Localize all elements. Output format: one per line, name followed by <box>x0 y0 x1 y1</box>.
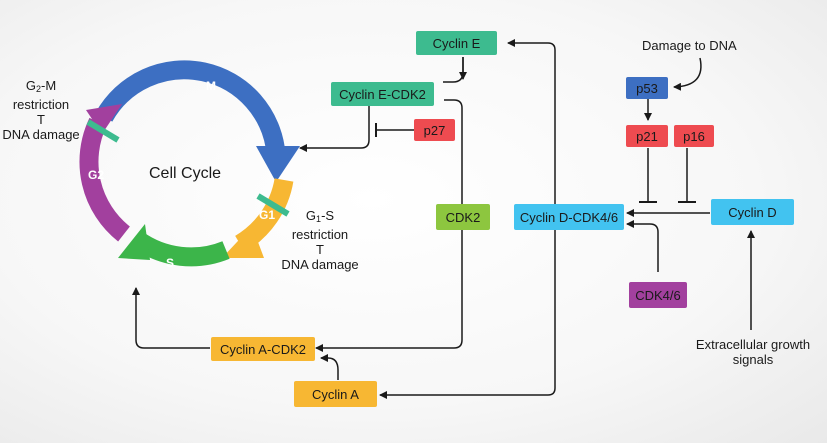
phase-s-arrowhead <box>118 224 150 260</box>
node-p53: p53 <box>626 77 668 99</box>
phase-g1-arrowhead <box>222 226 264 258</box>
arrow-cdk46-to-cyclin-a <box>379 230 556 399</box>
arrow-cyclin-e-to-e-cdk2 <box>443 57 464 83</box>
phase-m-arc <box>95 60 286 155</box>
phase-s-arc <box>132 232 230 267</box>
node-p27: p27 <box>414 119 455 141</box>
damage-to-dna-label: Damage to DNA <box>642 38 737 53</box>
phase-m-label: M <box>206 79 216 93</box>
node-cdk46: CDK4/6 <box>629 282 687 308</box>
node-cyclin-d: Cyclin D <box>711 199 794 225</box>
g2m-restriction-marker <box>86 119 120 143</box>
phase-m-arrowhead <box>256 146 300 182</box>
g1s-restriction-label: G1-S restriction T DNA damage <box>281 208 359 272</box>
arrow-cdk46-up <box>626 220 659 272</box>
extracellular-signals-label: Extracellular growth signals <box>695 337 811 367</box>
node-cdk2: CDK2 <box>436 204 490 230</box>
arrow-cdk46-to-cyclin-e <box>507 39 556 204</box>
phase-g2-arrowhead <box>86 104 122 134</box>
cell-cycle-title: Cell Cycle <box>149 165 222 182</box>
arrow-damage-to-p53 <box>673 57 702 91</box>
node-p16: p16 <box>674 125 714 147</box>
node-cyclin-e-cdk2: Cyclin E-CDK2 <box>331 82 434 106</box>
arrow-e-cdk2-to-cycle <box>299 106 370 152</box>
arrow-cyclin-a-to-a-cdk2 <box>320 354 339 380</box>
phase-g2-arc <box>79 117 131 242</box>
node-cyclin-d-cdk46: Cyclin D-CDK4/6 <box>514 204 624 230</box>
node-p21: p21 <box>626 125 668 147</box>
g2m-restriction-label: G2-M restriction T DNA damage <box>2 78 80 142</box>
cell-cycle-ring <box>79 60 300 267</box>
node-cyclin-a: Cyclin A <box>294 381 377 407</box>
phase-g1-label: G1 <box>259 208 276 222</box>
node-cyclin-e: Cyclin E <box>416 31 497 55</box>
phase-g2-label: G2 <box>88 168 105 182</box>
g1s-restriction-marker <box>256 193 290 217</box>
node-cyclin-a-cdk2: Cyclin A-CDK2 <box>211 337 315 361</box>
arrow-a-cdk2-to-cycle <box>132 287 210 349</box>
phase-s-label: S <box>166 256 175 270</box>
line-cdk2-down <box>315 230 463 352</box>
line-cdk2-up <box>444 99 463 204</box>
